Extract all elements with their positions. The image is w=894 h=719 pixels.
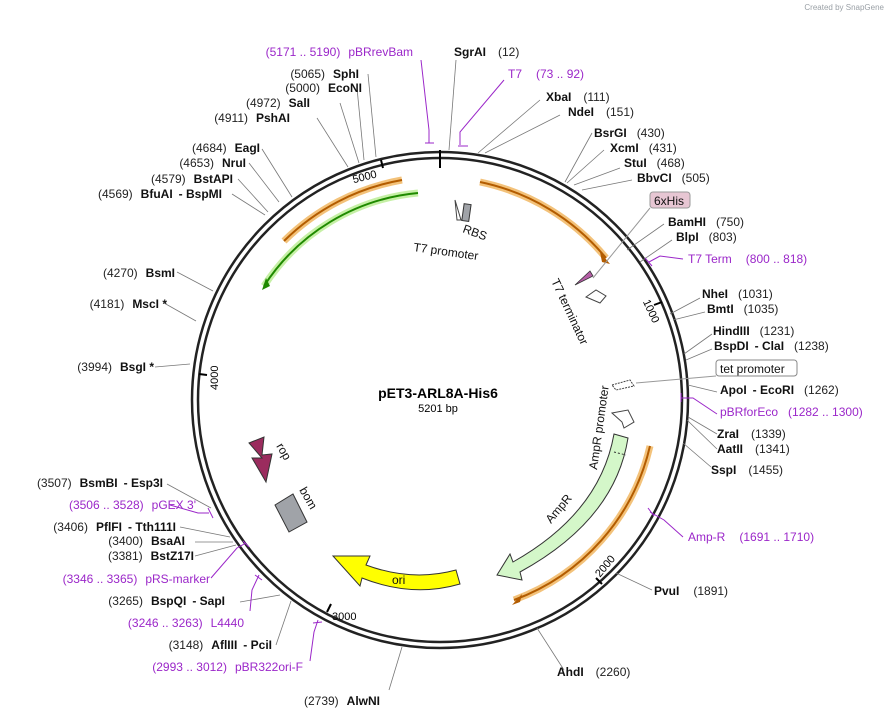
site-apoi-ecori: ApoI- EcoRI(1262) [720,383,839,397]
tet-promoter-box [715,359,798,377]
site-bsmbi-esp3i: (3507)BsmBI- Esp3I [37,476,163,490]
rbs-label: RBS [461,222,489,244]
tick-label-4000: 4000 [209,366,221,390]
feature-arcs [261,176,654,605]
site-nrui: (4653)NruI [179,156,246,170]
rbs-box [461,203,472,223]
site-sphi: (5065)SphI [290,67,359,81]
rom-arc-outer [281,176,403,244]
primer-pbrforeco: pBRforEco(1282 .. 1300) [720,405,863,419]
t7-terminator-label: T7 terminator [548,276,591,347]
primer-amp-r: Amp-R(1691 .. 1710) [688,530,814,544]
tet-promoter-mark [611,379,635,391]
site-bstapi: (4579)BstAPI [151,172,233,186]
site-bsgi: (3994)BsgI * [77,360,154,374]
t7-arc-outer [479,178,609,261]
ori-arrow [331,555,461,591]
tick-label-1000: 1000 [640,298,661,325]
his-tag-leader [592,207,651,279]
site-econi: (5000)EcoNI [285,81,362,95]
site-ahdi: AhdI(2260) [557,665,630,679]
site-labels: SgrAI(12) XbaI(111) NdeI(151) BsrGI(430)… [454,45,839,679]
site-xcmi: XcmI(431) [610,141,677,155]
t7-terminator-mark [584,289,607,304]
ampr-feature [496,433,629,581]
primer-t7-term: T7 Term(800 .. 818) [688,252,807,266]
site-sgrai: SgrAI(12) [454,45,519,59]
plasmid-name: pET3-ARL8A-His6 [378,385,498,401]
site-bfuai-bspmi: (4569)BfuAI- BspMI [98,187,222,201]
ori-label: ori [392,573,405,587]
ampr-arc-core [513,445,651,601]
primer-pbrrevbam: (5171 .. 5190)pBRrevBam [266,45,413,59]
site-xbai: XbaI(111) [546,90,610,104]
ampr-arc-head [512,594,522,605]
primer-prs-marker: (3346 .. 3365)pRS-marker [63,572,210,586]
snapgene-credit: Created by SnapGene [804,3,884,12]
tick-1000 [653,301,663,306]
tick-2000 [595,577,603,585]
site-bamhi: BamHI(750) [668,215,744,229]
tick-3000 [326,603,332,613]
site-alwni: (2739)AlwNI [304,694,380,708]
green-arc-core [263,192,419,287]
primer-leaders [169,59,718,662]
site-bspqi-sapi: (3265)BspQI- SapI [108,594,225,608]
t7-promoter-label: T7 promoter [413,240,480,263]
site-pflfi-tth111i: (3406)PflFI- Tth111I [53,520,176,534]
site-sali: (4972)SalI [246,96,310,110]
his-tag-label: 6xHis [654,194,684,208]
site-eagi: (4684)EagI [192,141,260,155]
site-bsmi: (4270)BsmI [103,266,175,280]
primer-pbr322ori-f: (2993 .. 3012)pBR322ori-F [152,660,303,674]
t7-arc-core [479,181,607,259]
ampr-promoter-mark [610,409,635,429]
rop-arrow [248,436,273,484]
site-aatii: AatII(1341) [717,442,790,456]
green-arc-head [262,278,270,290]
tick-5000 [380,159,384,169]
site-bsrgi: BsrGI(430) [594,126,665,140]
leader-lines [154,59,718,691]
site-bspdi-clai: BspDI- ClaI(1238) [714,339,829,353]
site-bmti: BmtI(1035) [707,302,778,316]
primer-t7: T7(73 .. 92) [508,67,584,81]
site-labels-left: (2739)AlwNI (3148)AflIII- PciI (3265)Bsp… [37,67,380,708]
t7-arc-head [600,252,610,264]
site-nhei: NheI(1031) [702,287,773,301]
site-pshai: (4911)PshAI [214,111,290,125]
tick-label-5000: 5000 [351,169,378,187]
site-blpi: BlpI(803) [676,230,737,244]
rom-arc-core [283,179,403,242]
bom-box [274,493,308,533]
site-bsaai: (3400)BsaAI [108,534,185,548]
t7-promoter-arrow [454,199,462,221]
site-hindiii: HindIII(1231) [713,324,794,338]
tick-4000 [198,373,208,376]
site-sspi: SspI(1455) [711,463,783,477]
plasmid-length: 5201 bp [418,403,458,415]
site-msci: (4181)MscI * [90,297,168,311]
site-bbvci: BbvCI(505) [637,171,710,185]
his-tag-mark [574,270,594,286]
his-tag-box [649,191,691,209]
site-pvui: PvuI(1891) [654,584,728,598]
primer-pgex-3: (3506 .. 3528)pGEX 3' [69,498,196,512]
site-stui: StuI(468) [624,156,685,170]
site-ndei: NdeI(151) [568,105,634,119]
ampr-arrow [496,433,629,581]
primer-l4440: (3246 .. 3263)L4440 [128,616,244,630]
site-zrai: ZraI(1339) [717,427,786,441]
site-bstz17i: (3381)BstZ17I [108,549,194,563]
site-afliii-pcii: (3148)AflIII- PciI [169,638,272,652]
rop-label: rop [273,441,294,463]
primer-labels: (5171 .. 5190)pBRrevBam T7(73 .. 92) T7 … [63,45,863,674]
tet-promoter-leader [635,375,717,384]
tick-label-3000: 3000 [332,611,356,623]
tet-promoter-label: tet promoter [720,362,785,376]
